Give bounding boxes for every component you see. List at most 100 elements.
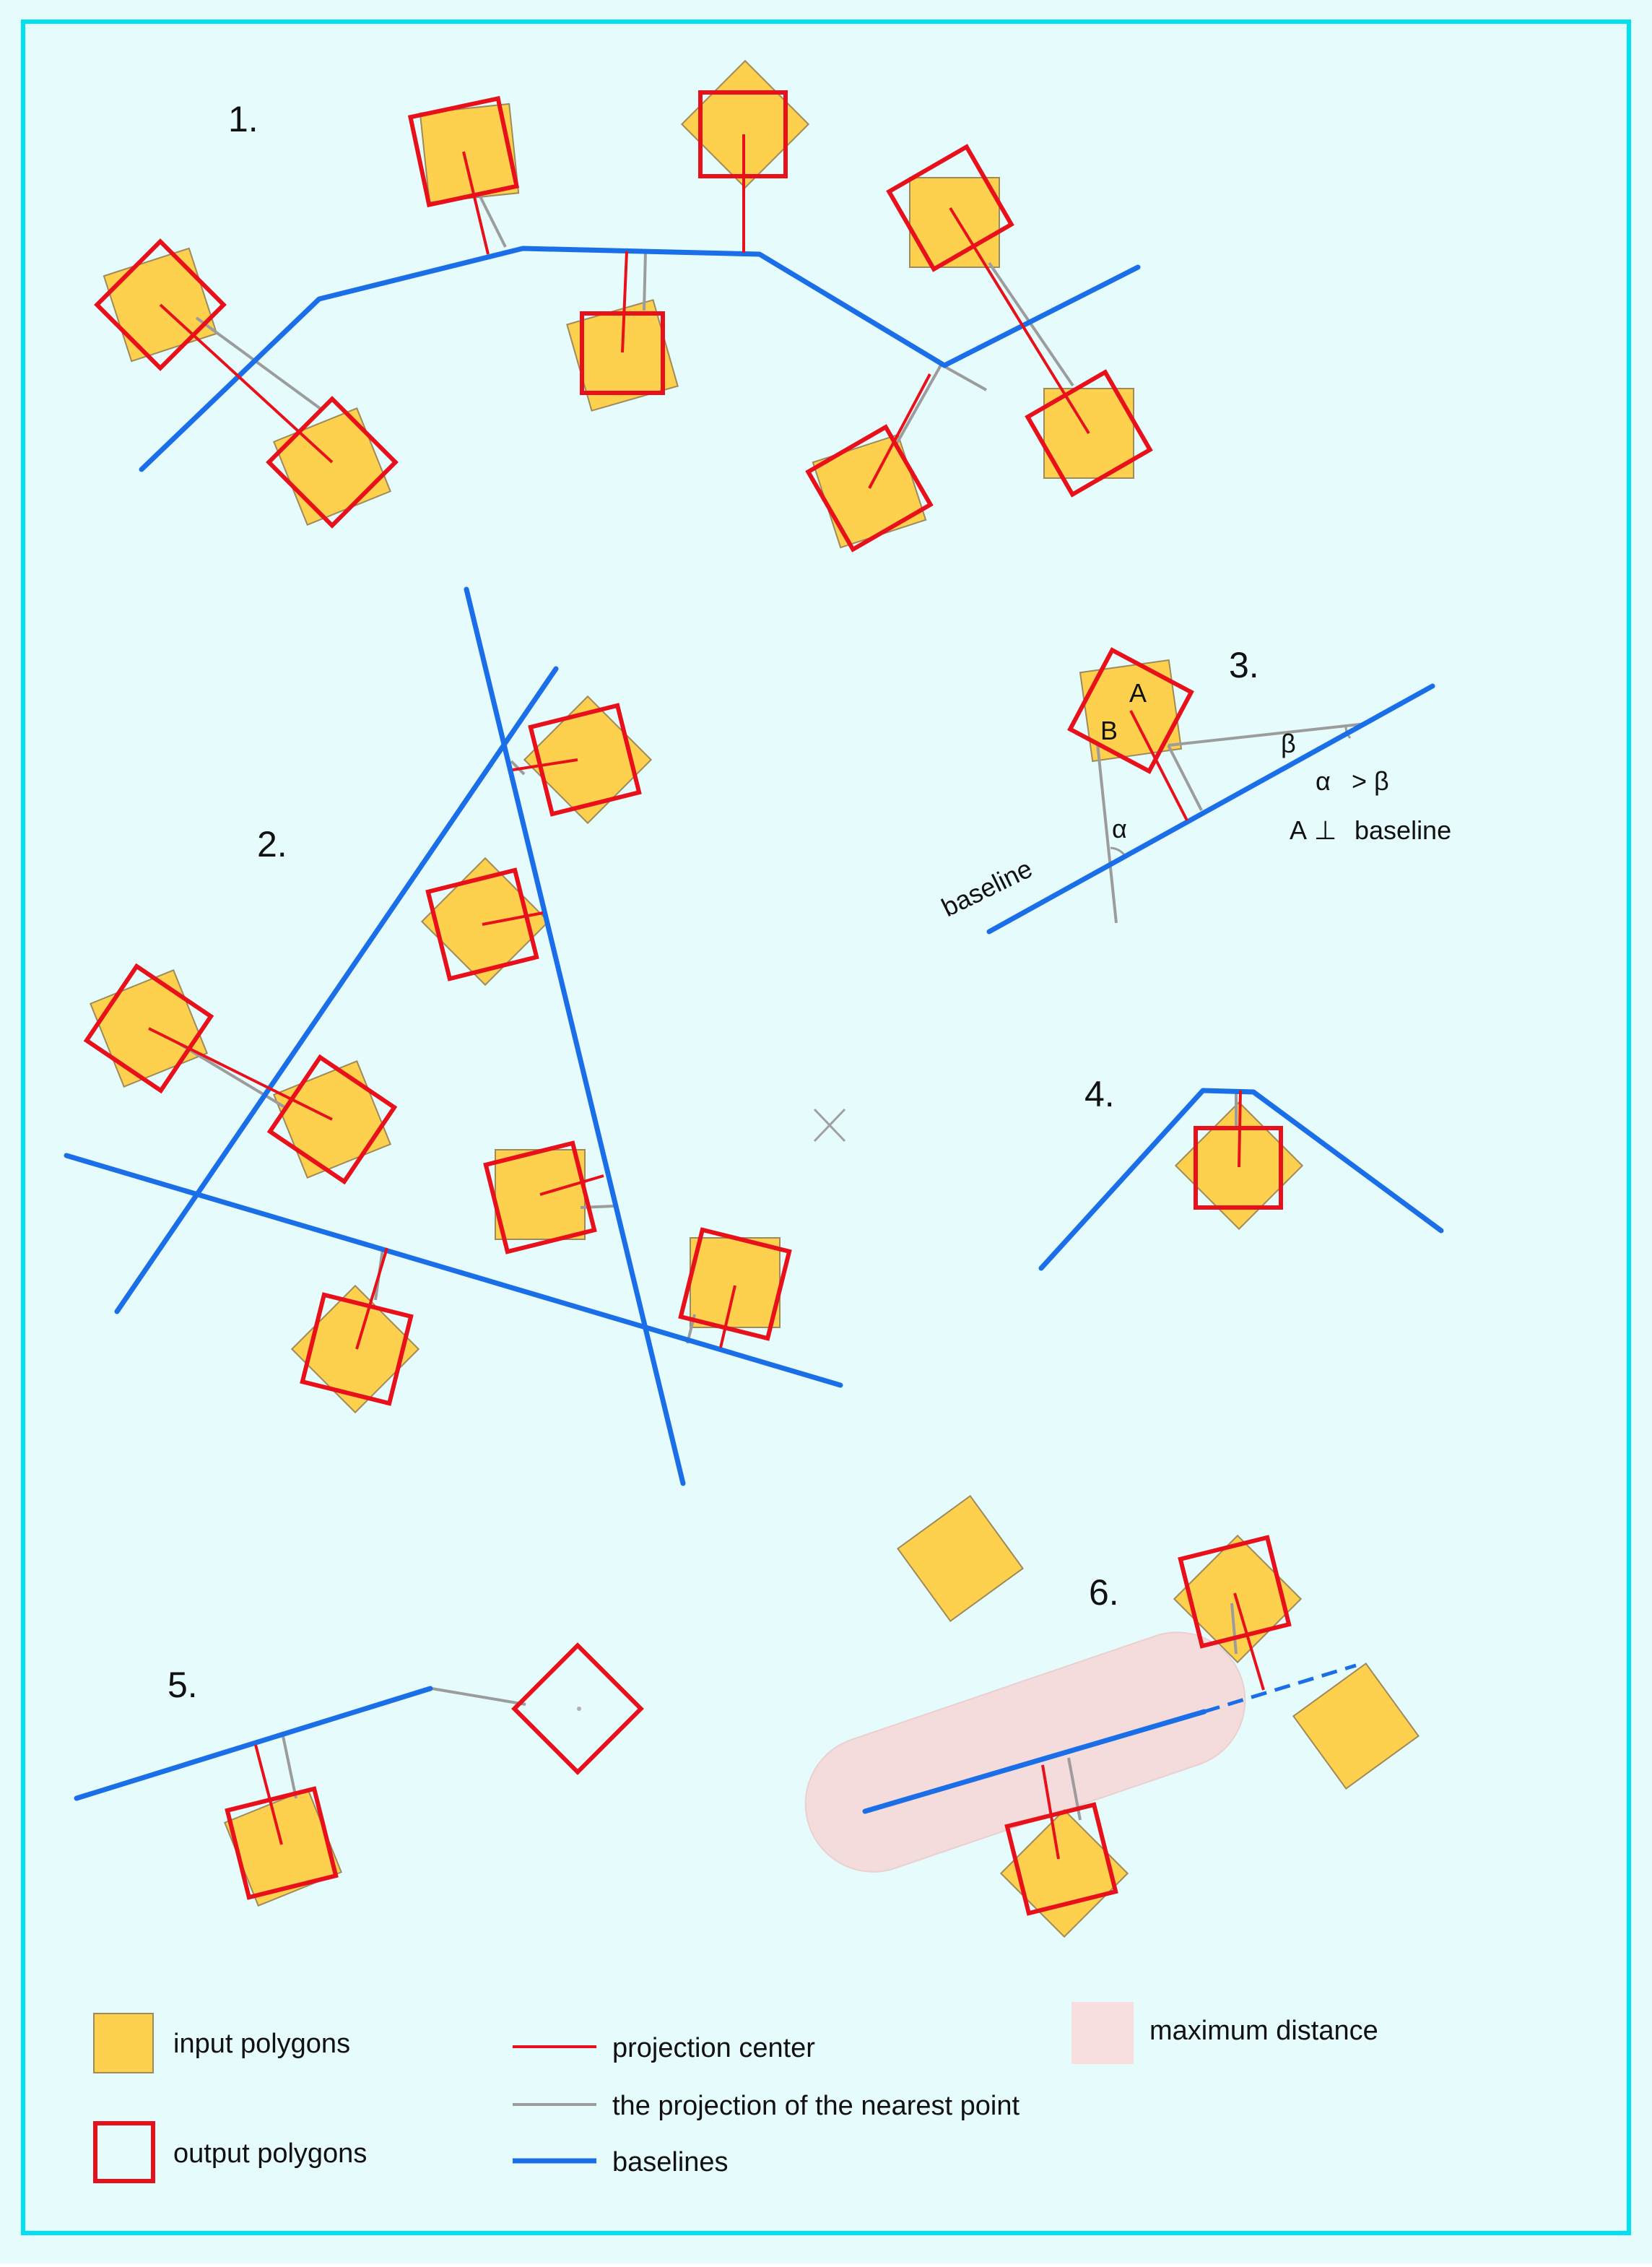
label-a: A bbox=[1129, 678, 1147, 708]
output-polygon bbox=[300, 1292, 414, 1406]
legend-projection-label: projection center bbox=[612, 2033, 815, 2063]
output-polygon bbox=[698, 90, 788, 178]
output-polygon bbox=[886, 144, 1014, 272]
input-polygon bbox=[1292, 1663, 1420, 1790]
section-label-6: 6. bbox=[1089, 1572, 1119, 1613]
input-polygon bbox=[897, 1495, 1024, 1622]
projection-center-line bbox=[482, 911, 544, 926]
input-polygon bbox=[290, 1284, 420, 1414]
output-polygon bbox=[407, 95, 520, 208]
output-polygon bbox=[678, 1227, 792, 1341]
legend-input-swatch bbox=[93, 2013, 154, 2073]
center-cross-marker bbox=[813, 1108, 846, 1143]
projection-center-line bbox=[1041, 1764, 1060, 1860]
output-polygon bbox=[483, 1140, 597, 1254]
baseline-s2-b bbox=[114, 666, 559, 1314]
nearest-point-line bbox=[176, 1041, 287, 1109]
nearest-point-line bbox=[643, 251, 647, 311]
nearest-point-line bbox=[1168, 722, 1367, 747]
nearest-point-line bbox=[282, 1735, 297, 1799]
legend-input-label: input polygons bbox=[173, 2029, 350, 2059]
projection-center-line bbox=[512, 758, 578, 771]
nearest-point-line bbox=[478, 194, 507, 248]
baseline-s5 bbox=[74, 1686, 433, 1801]
output-polygon bbox=[94, 238, 227, 371]
baseline-s2-a bbox=[464, 586, 686, 1486]
projection-center-line bbox=[868, 373, 931, 489]
section-label-3: 3. bbox=[1229, 645, 1259, 685]
output-polygon bbox=[580, 311, 665, 395]
output-polygon bbox=[805, 424, 934, 552]
nearest-point-line bbox=[580, 1205, 614, 1209]
legend-output-swatch bbox=[93, 2121, 155, 2183]
projection-center-line bbox=[719, 1285, 736, 1348]
legend-output-label: output polygons bbox=[173, 2138, 367, 2169]
output-polygon bbox=[1178, 1535, 1292, 1649]
projection-center-line bbox=[159, 303, 334, 464]
projection-center-line bbox=[621, 251, 628, 353]
baseline-s6 bbox=[862, 1709, 1207, 1814]
input-polygon bbox=[523, 695, 653, 825]
baseline-s1 bbox=[139, 246, 1141, 472]
centroid-dots bbox=[577, 1707, 581, 1711]
baseline-s2-c bbox=[64, 1153, 843, 1388]
projection-center-line bbox=[1129, 710, 1188, 821]
legend-nearest-label: the projection of the nearest point bbox=[612, 2091, 1020, 2121]
nearest-point-line bbox=[1230, 1603, 1238, 1655]
output-polygon bbox=[266, 1054, 398, 1185]
projection-center-line bbox=[355, 1247, 388, 1350]
perp-label-text: baseline bbox=[1355, 815, 1451, 845]
input-polygon bbox=[420, 857, 550, 987]
centroid-dot bbox=[577, 1707, 581, 1711]
section-label-1: 1. bbox=[228, 99, 258, 139]
label-b: B bbox=[1100, 716, 1118, 745]
nearest-point-line bbox=[1167, 745, 1203, 811]
section-label-5: 5. bbox=[168, 1665, 198, 1705]
max-distance-buffer bbox=[804, 1631, 1246, 1873]
baselines bbox=[64, 246, 1444, 1814]
alpha-label: α bbox=[1112, 814, 1127, 844]
nearest-point-line bbox=[939, 363, 987, 391]
nearest-point-line bbox=[895, 363, 943, 444]
baseline-s3 bbox=[986, 683, 1435, 935]
output-polygon bbox=[528, 703, 642, 817]
output-polygon bbox=[1194, 1126, 1283, 1210]
perp-label-a: A bbox=[1290, 815, 1307, 845]
output-polygon bbox=[1004, 1802, 1118, 1916]
output-polygon bbox=[83, 963, 214, 1094]
relation-gt-beta: > β bbox=[1352, 766, 1389, 796]
output-polygon bbox=[1067, 647, 1194, 774]
relation-alpha: α bbox=[1316, 766, 1331, 796]
diagram-frame bbox=[21, 19, 1631, 2235]
projection-center-line bbox=[462, 151, 490, 255]
output-polygon bbox=[1025, 369, 1153, 498]
nearest-point-line bbox=[431, 1687, 526, 1706]
projection-center-line bbox=[148, 1027, 333, 1121]
section-label-4: 4. bbox=[1084, 1074, 1115, 1114]
beta-label: β bbox=[1281, 729, 1296, 758]
projection-center-line bbox=[254, 1744, 283, 1845]
output-polygon bbox=[266, 396, 399, 529]
nearest-point-line bbox=[1096, 743, 1118, 924]
legend-maxdist-swatch bbox=[1071, 2002, 1134, 2064]
section-label-2: 2. bbox=[257, 824, 287, 864]
output-polygon bbox=[511, 1642, 644, 1775]
projection-center-line bbox=[1233, 1592, 1265, 1691]
baseline-s4 bbox=[1038, 1088, 1444, 1271]
output-polygon bbox=[425, 867, 539, 981]
output-polygons bbox=[83, 90, 1292, 1916]
projection-center-line bbox=[539, 1174, 604, 1196]
output-polygon bbox=[225, 1786, 339, 1900]
legend-baselines-label: baselines bbox=[612, 2147, 729, 2177]
legend-maxdist-label: maximum distance bbox=[1149, 2016, 1378, 2046]
nearest-point-line bbox=[195, 316, 322, 410]
perp-symbol: ⊥ bbox=[1314, 815, 1336, 845]
legend: input polygons output polygons projectio… bbox=[93, 2002, 1378, 2183]
input-polygon bbox=[999, 1808, 1129, 1938]
baseline-s6-extension bbox=[1204, 1663, 1357, 1714]
input-polygons bbox=[89, 59, 1420, 1938]
input-polygon bbox=[690, 1237, 781, 1328]
